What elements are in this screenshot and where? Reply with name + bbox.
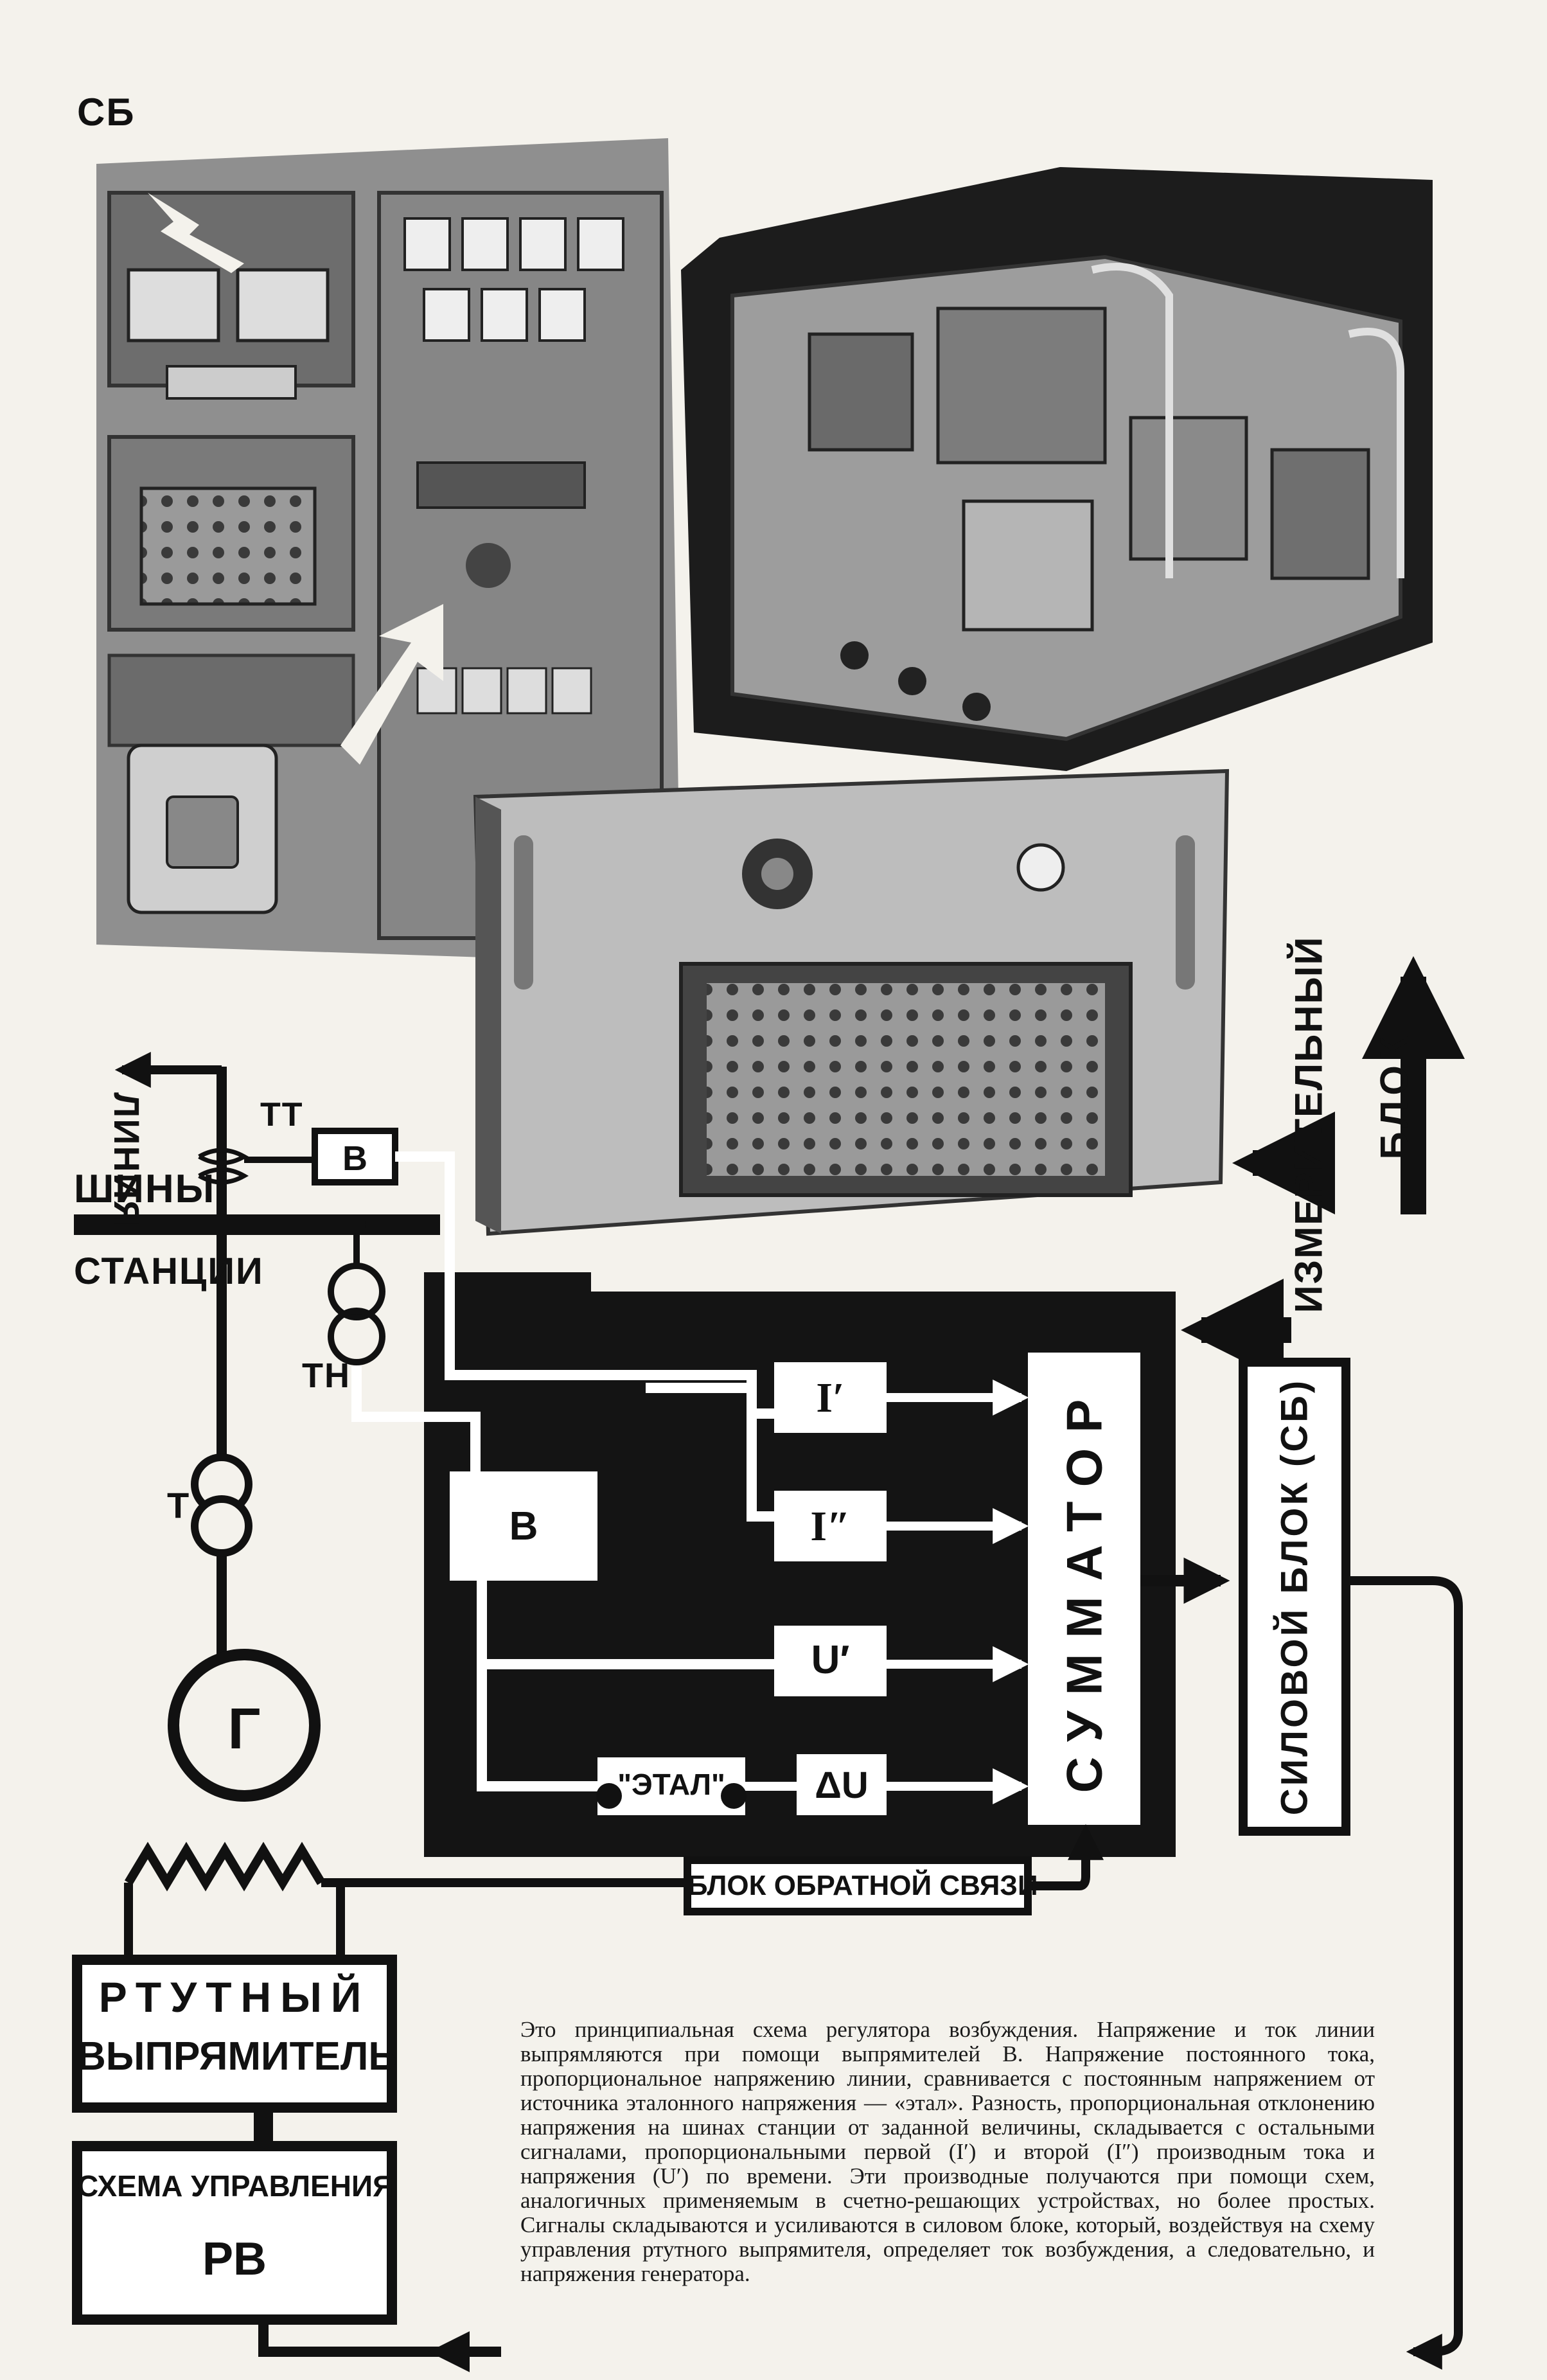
rectifier-b-mid: В [450, 1504, 597, 1549]
rectifier-b-top: В [315, 1139, 395, 1178]
t-label: Т [167, 1484, 190, 1526]
power-block-label: СИЛОВОЙ БЛОК (СБ) [1273, 1362, 1316, 1831]
mercury-rectifier-label-2: ВЫПРЯМИТЕЛЬ [77, 2034, 392, 2079]
figure-caption: Это принципиальная схема регулятора возб… [520, 2018, 1375, 2286]
second-derivative-current: I″ [774, 1502, 887, 1551]
buses-label-2: СТАНЦИИ [74, 1250, 264, 1293]
photo-measuring-block [475, 771, 1227, 1234]
delta-u-label: ΔU [797, 1764, 887, 1807]
measuring-block-label-2: БЛОК [1372, 1031, 1417, 1159]
buses-label-1: ШИНЫ [74, 1166, 215, 1212]
feedback-block-label: БЛОК ОБРАТНОЙ СВЯЗИ [687, 1870, 1028, 1902]
mercury-rectifier-label-1: РТУТНЫЙ [77, 1973, 392, 2021]
etal-label: "ЭТАЛ" [597, 1767, 745, 1802]
measuring-block-label-1: ИЗМЕРИТЕЛЬНЫЙ [1287, 936, 1331, 1313]
control-circuit-label-2: РВ [77, 2233, 392, 2286]
tt-label: ТТ [260, 1096, 304, 1134]
tn-label: ТН [302, 1356, 351, 1396]
summator-label: СУММАТОР [1056, 1353, 1114, 1825]
sb-photo-label: СБ [77, 90, 135, 134]
generator-label: Г [212, 1696, 276, 1763]
photo-power-block-chassis [681, 167, 1433, 771]
control-circuit-label-1: СХЕМА УПРАВЛЕНИЯ [77, 2169, 392, 2203]
voltage-derivative: U′ [774, 1637, 887, 1683]
first-derivative-current: I′ [774, 1374, 887, 1423]
